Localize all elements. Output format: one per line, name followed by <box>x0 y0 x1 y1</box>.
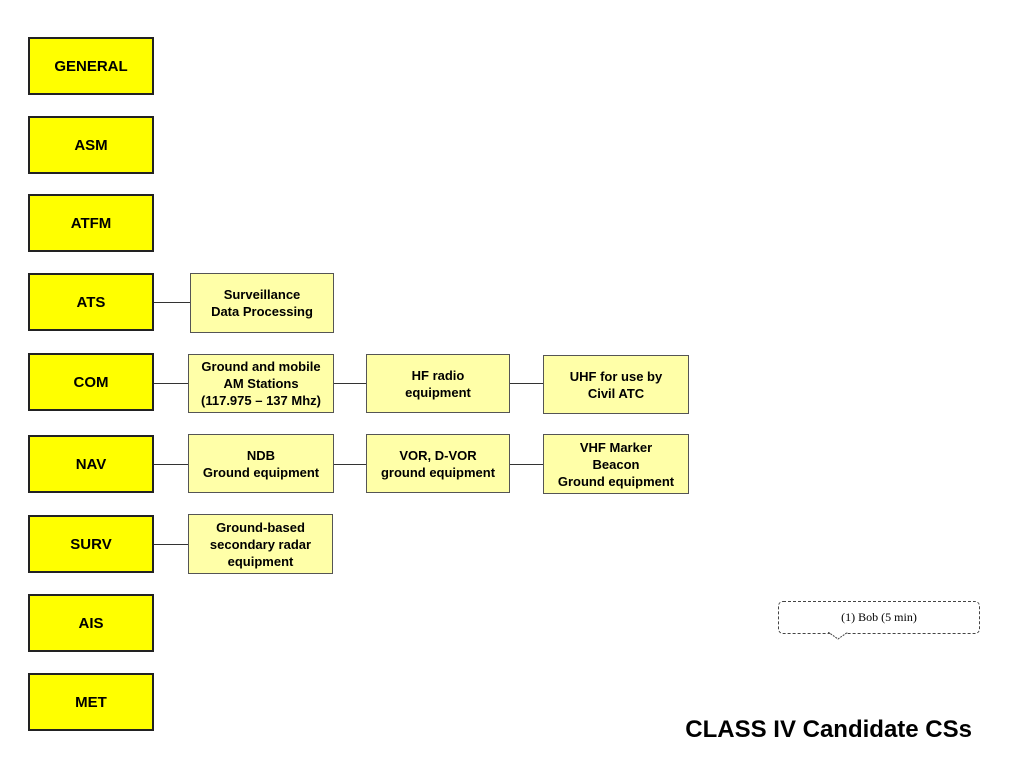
box-uhf-civil-atc[interactable]: UHF for use by Civil ATC <box>543 355 689 414</box>
box-ndb[interactable]: NDB Ground equipment <box>188 434 334 493</box>
category-asm[interactable]: ASM <box>28 116 154 174</box>
box-secondary-radar[interactable]: Ground-based secondary radar equipment <box>188 514 333 574</box>
category-general[interactable]: GENERAL <box>28 37 154 95</box>
connector-com-uhf <box>510 383 543 384</box>
connector-nav-vhf <box>510 464 543 465</box>
connector-nav-vor <box>334 464 366 465</box>
page-title: CLASS IV Candidate CSs <box>685 716 972 743</box>
box-vhf-marker-beacon[interactable]: VHF Marker Beacon Ground equipment <box>543 434 689 494</box>
box-vor-dvor[interactable]: VOR, D-VOR ground equipment <box>366 434 510 493</box>
category-atfm[interactable]: ATFM <box>28 194 154 252</box>
note-callout-tail <box>828 632 848 640</box>
connector-com-hf <box>334 383 366 384</box>
category-surv[interactable]: SURV <box>28 515 154 573</box>
connector-com <box>154 383 188 384</box>
category-met[interactable]: MET <box>28 673 154 731</box>
category-ais[interactable]: AIS <box>28 594 154 652</box>
box-ground-mobile-am[interactable]: Ground and mobile AM Stations (117.975 –… <box>188 354 334 413</box>
category-nav[interactable]: NAV <box>28 435 154 493</box>
connector-ats <box>154 302 190 303</box>
connector-nav <box>154 464 188 465</box>
box-surveillance-data-processing[interactable]: Surveillance Data Processing <box>190 273 334 333</box>
note-callout: (1) Bob (5 min) <box>778 601 980 634</box>
box-hf-radio[interactable]: HF radio equipment <box>366 354 510 413</box>
category-ats[interactable]: ATS <box>28 273 154 331</box>
connector-surv <box>154 544 188 545</box>
category-com[interactable]: COM <box>28 353 154 411</box>
